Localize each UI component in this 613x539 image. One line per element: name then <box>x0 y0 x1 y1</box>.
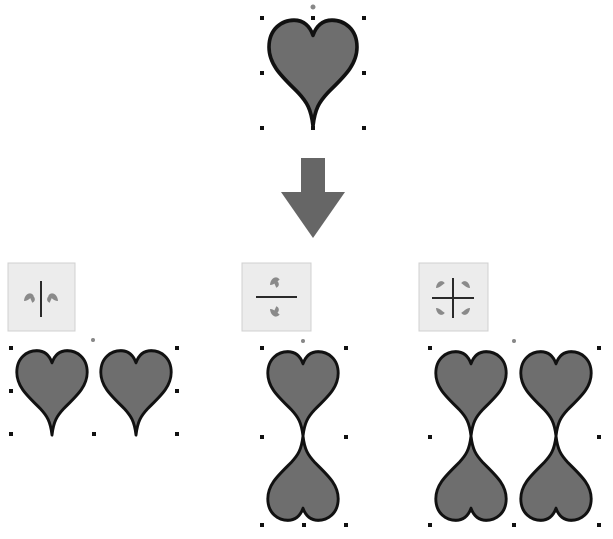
resize-handle[interactable] <box>260 16 264 20</box>
result-horizontal-mirror[interactable] <box>9 338 179 436</box>
heart-shape-mirrored[interactable] <box>436 436 506 520</box>
resize-handle[interactable] <box>260 435 264 439</box>
mirror-horizontal-button[interactable] <box>8 263 75 331</box>
resize-handle[interactable] <box>302 523 306 527</box>
resize-handle[interactable] <box>512 523 516 527</box>
resize-handle[interactable] <box>175 432 179 436</box>
mirror-both-button[interactable] <box>419 263 488 331</box>
rotation-handle[interactable] <box>91 338 95 342</box>
resize-handle[interactable] <box>362 126 366 130</box>
resize-handle[interactable] <box>92 432 96 436</box>
heart-shape-mirrored[interactable] <box>101 351 171 435</box>
heart-shape[interactable] <box>268 352 338 436</box>
rotation-handle[interactable] <box>512 339 516 343</box>
resize-handle[interactable] <box>260 523 264 527</box>
resize-handle[interactable] <box>9 389 13 393</box>
resize-handle[interactable] <box>362 71 366 75</box>
resize-handle[interactable] <box>597 523 601 527</box>
resize-handle[interactable] <box>311 16 315 20</box>
resize-handle[interactable] <box>362 16 366 20</box>
heart-shape-mirrored[interactable] <box>521 436 591 520</box>
heart-shape-mirrored[interactable] <box>268 436 338 520</box>
result-both-mirror[interactable] <box>428 339 601 527</box>
resize-handle[interactable] <box>175 389 179 393</box>
resize-handle[interactable] <box>9 432 13 436</box>
resize-handle[interactable] <box>175 346 179 350</box>
resize-handle[interactable] <box>428 435 432 439</box>
resize-handle[interactable] <box>428 523 432 527</box>
resize-handle[interactable] <box>311 126 315 130</box>
resize-handle[interactable] <box>260 126 264 130</box>
heart-shape[interactable] <box>269 20 357 126</box>
down-arrow-icon <box>281 158 345 238</box>
resize-handle[interactable] <box>428 346 432 350</box>
original-shape-group[interactable] <box>260 5 366 131</box>
heart-shape[interactable] <box>436 352 506 436</box>
resize-handle[interactable] <box>344 523 348 527</box>
heart-shape-mirrored[interactable] <box>521 352 591 436</box>
resize-handle[interactable] <box>597 346 601 350</box>
result-vertical-mirror[interactable] <box>260 339 348 527</box>
rotation-handle[interactable] <box>301 339 305 343</box>
resize-handle[interactable] <box>9 346 13 350</box>
resize-handle[interactable] <box>260 346 264 350</box>
resize-handle[interactable] <box>344 346 348 350</box>
mirror-vertical-button[interactable] <box>242 263 311 331</box>
mirror-both-icon <box>432 278 474 318</box>
resize-handle[interactable] <box>260 71 264 75</box>
resize-handle[interactable] <box>597 435 601 439</box>
resize-handle[interactable] <box>344 435 348 439</box>
heart-shape[interactable] <box>17 351 87 435</box>
rotation-handle[interactable] <box>311 5 316 10</box>
